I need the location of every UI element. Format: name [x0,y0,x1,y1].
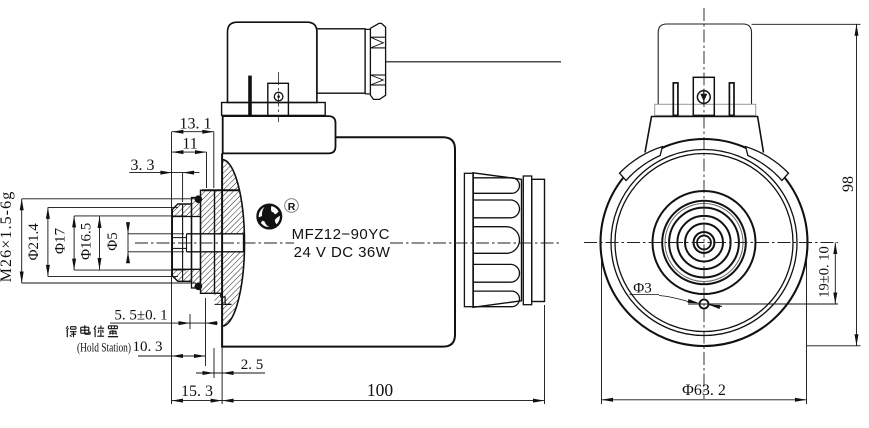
svg-text:Φ3: Φ3 [633,281,651,297]
svg-text:(Hold Station): (Hold Station) [77,341,131,355]
svg-text:100: 100 [367,380,394,400]
svg-text:98: 98 [840,176,857,192]
svg-text:5. 5±0. 1: 5. 5±0. 1 [114,308,167,324]
svg-text:19±0. 10: 19±0. 10 [817,246,833,297]
svg-text:10. 3: 10. 3 [133,339,163,355]
svg-text:24 V DC 36W: 24 V DC 36W [294,244,391,261]
svg-text:Φ5: Φ5 [105,232,121,250]
svg-text:Φ21.4: Φ21.4 [26,223,42,261]
svg-text:15. 3: 15. 3 [181,383,213,400]
svg-text:11: 11 [182,136,197,153]
svg-text:M26×1.5-6g: M26×1.5-6g [0,191,15,283]
svg-text:MFZ12−90YC: MFZ12−90YC [292,226,390,243]
svg-text:Φ63. 2: Φ63. 2 [682,382,726,399]
svg-text:Φ17: Φ17 [53,228,69,254]
svg-text:Φ16.5: Φ16.5 [79,223,95,260]
svg-text:3. 3: 3. 3 [131,157,155,174]
svg-text:R: R [288,201,296,213]
svg-text:13. 1: 13. 1 [180,116,212,133]
svg-text:2. 5: 2. 5 [241,357,264,373]
